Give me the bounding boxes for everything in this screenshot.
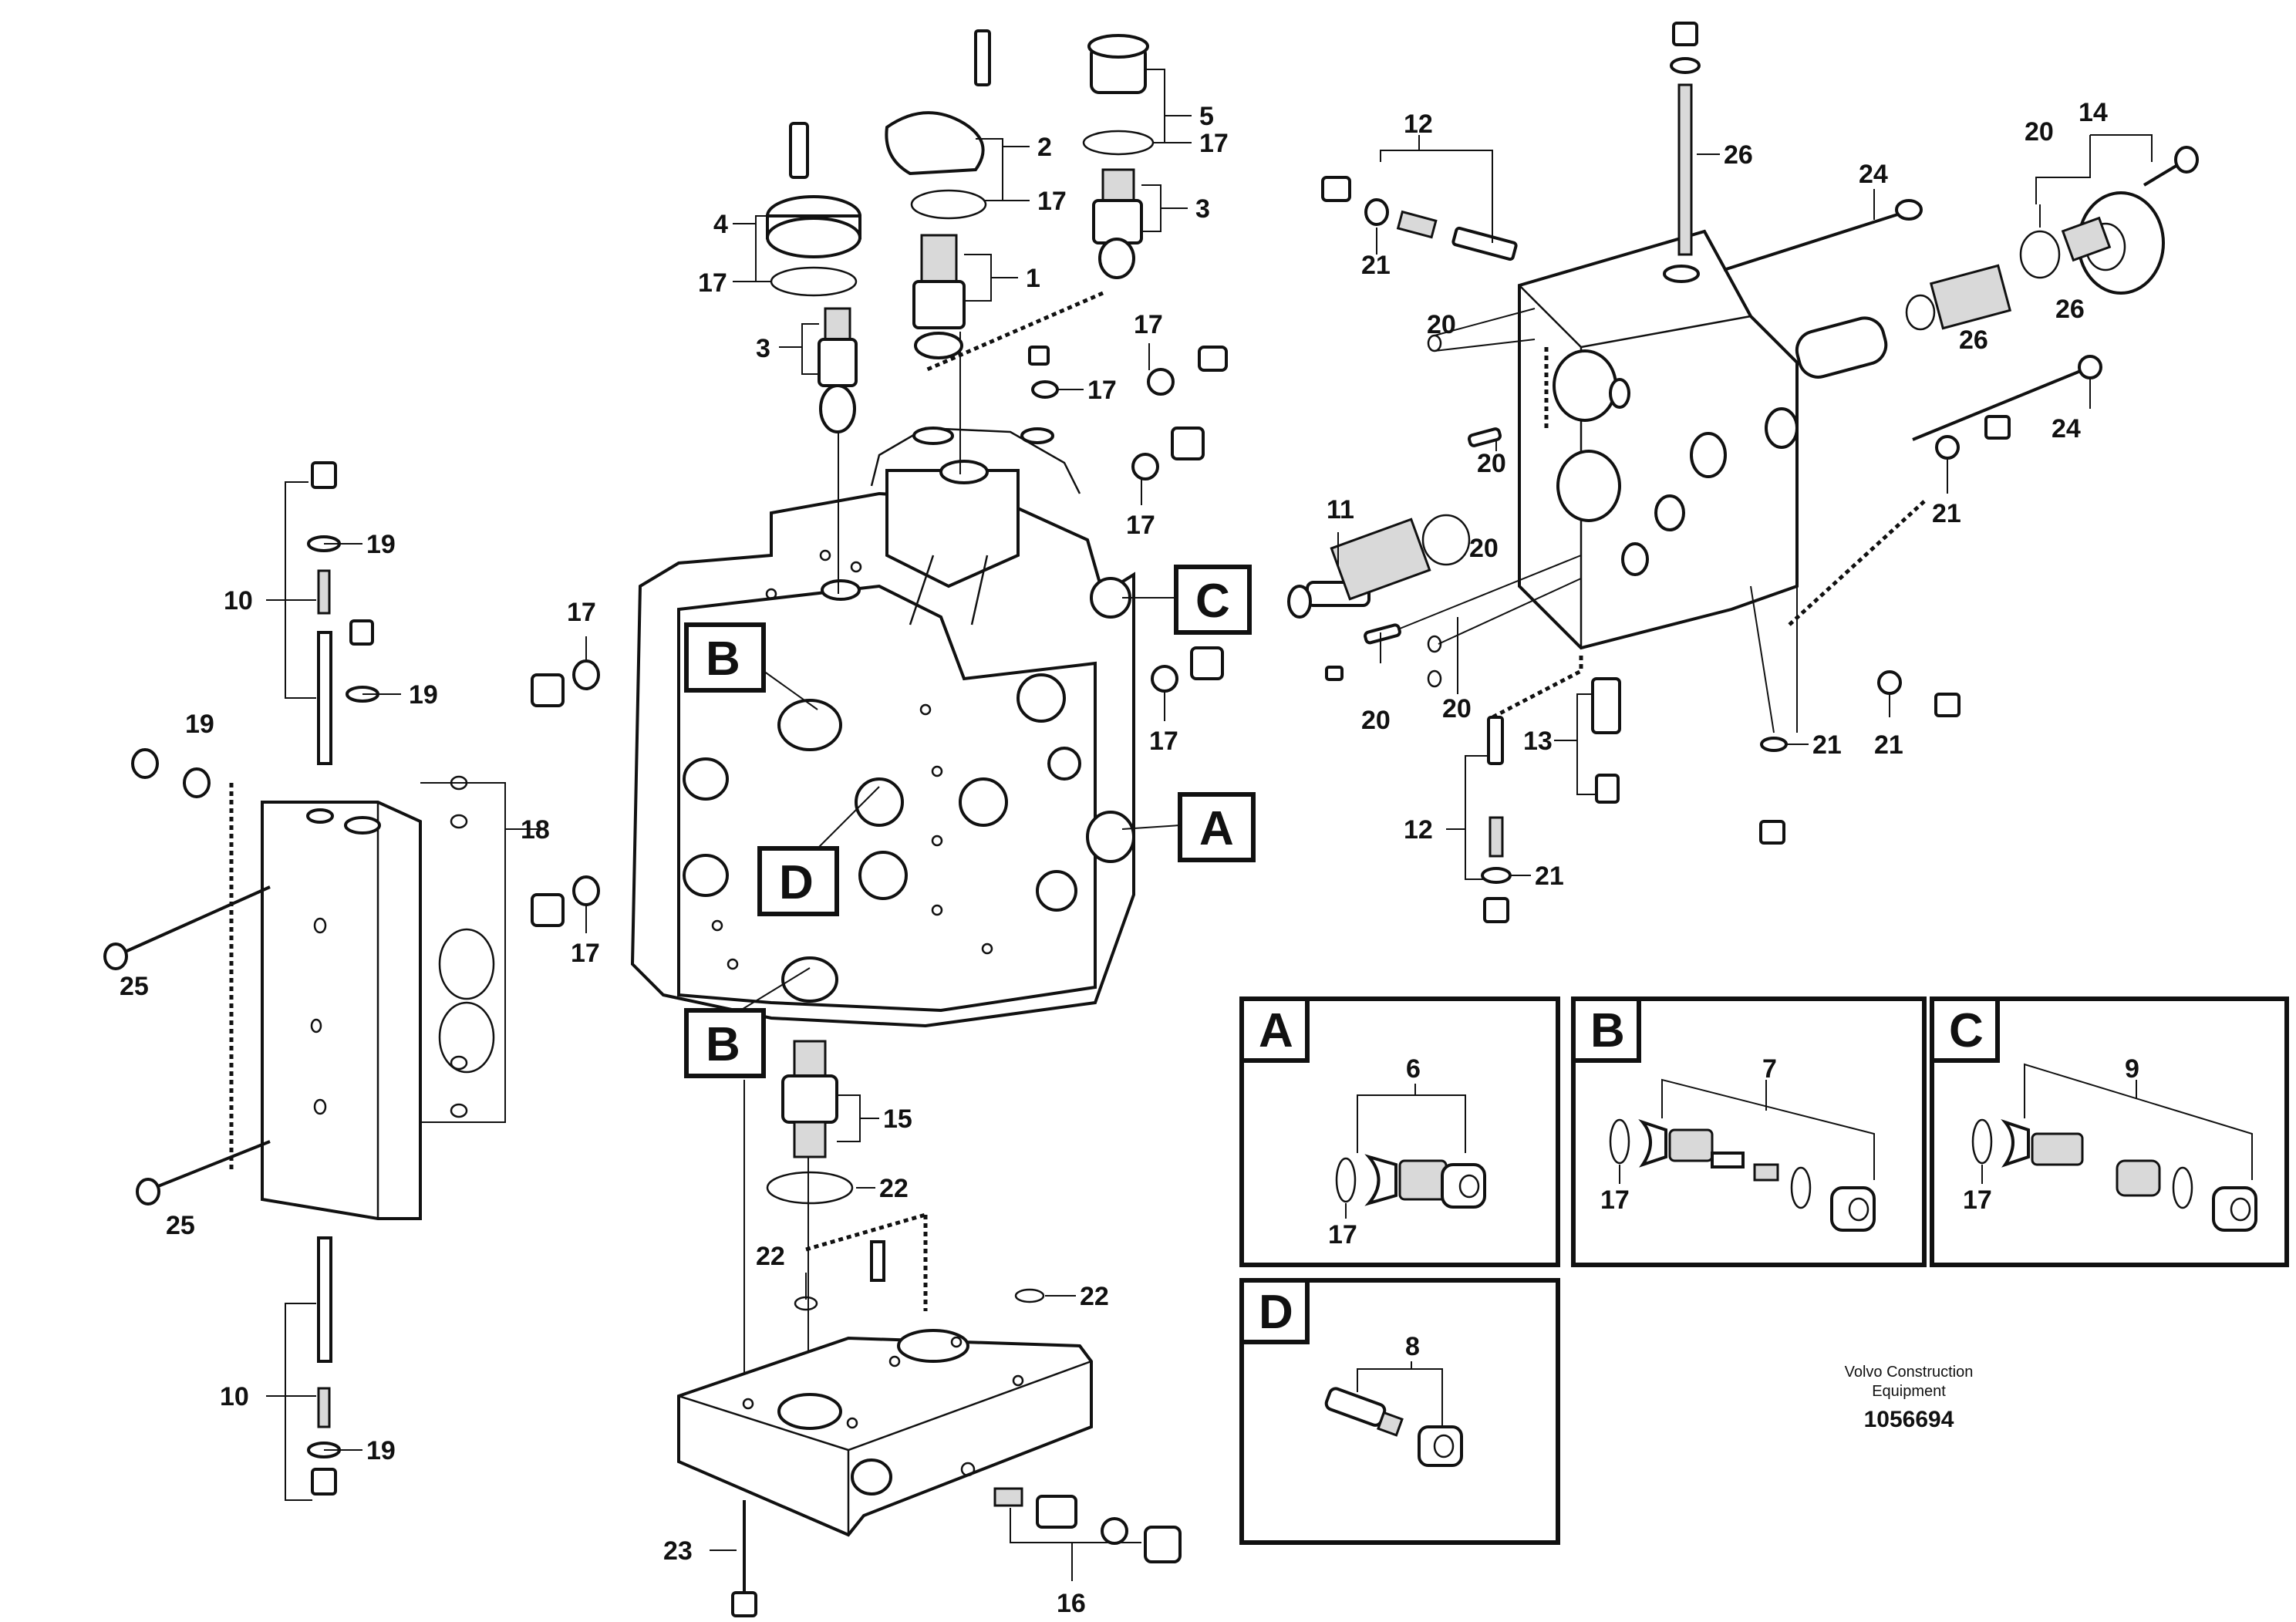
section-flags: [684, 565, 1256, 1078]
callout-23: 23: [663, 1536, 693, 1566]
callout-20-f: 20: [2025, 117, 2054, 147]
section-flag-a: A: [1199, 802, 1234, 855]
callout-4: 4: [713, 210, 728, 239]
inset-d: [1239, 1278, 1560, 1545]
callout-3-a: 3: [756, 334, 770, 363]
callout-12-b: 12: [1404, 815, 1433, 845]
left-valve-block: [103, 461, 540, 1501]
lower-plate: [677, 1040, 1182, 1617]
callout-21-e: 21: [1874, 730, 1903, 760]
callout-20-c: 20: [1469, 534, 1499, 563]
callout-14: 14: [2079, 98, 2108, 127]
callout-19-a: 19: [366, 530, 396, 559]
section-flag-b-upper: B: [706, 632, 740, 686]
callout-1: 1: [1026, 264, 1040, 293]
callout-25-a: 25: [120, 972, 149, 1001]
callout-11: 11: [1327, 495, 1354, 524]
section-flag-b-lower: B: [706, 1018, 740, 1071]
callout-5: 5: [1199, 102, 1214, 131]
inset-label-d: D: [1259, 1286, 1293, 1339]
inset-b: [1571, 996, 1927, 1267]
callout-19-c: 19: [185, 710, 214, 739]
callout-20-e: 20: [1442, 694, 1472, 723]
callout-20-a: 20: [1427, 310, 1456, 339]
center-top-parts: [733, 29, 1228, 721]
callout-20-b: 20: [1477, 449, 1506, 478]
callout-24-a: 24: [1859, 160, 1888, 189]
footer-company-line1: Volvo Construction: [1845, 1364, 1974, 1381]
callout-26-a: 26: [1724, 140, 1753, 170]
callout-21-d: 21: [1812, 730, 1842, 760]
callout-17-j: 17: [1328, 1220, 1357, 1249]
callout-19-d: 19: [366, 1436, 396, 1465]
callout-17-i: 17: [571, 939, 600, 968]
callout-22-c: 22: [1080, 1282, 1109, 1311]
callout-20-d: 20: [1361, 706, 1391, 735]
inset-label-c: C: [1949, 1004, 1984, 1057]
callout-17-h: 17: [567, 598, 596, 627]
section-flag-c: C: [1195, 575, 1230, 628]
callout-7: 7: [1762, 1054, 1777, 1084]
inset-c: [1930, 996, 2289, 1267]
callout-10-b: 10: [220, 1382, 249, 1411]
callout-8: 8: [1405, 1332, 1420, 1361]
callout-22-a: 22: [879, 1174, 909, 1203]
callout-9: 9: [2125, 1054, 2139, 1084]
callout-22-b: 22: [756, 1242, 785, 1271]
callout-10-a: 10: [224, 586, 253, 615]
callout-26-b: 26: [1959, 325, 1988, 355]
callout-21-a: 21: [1361, 251, 1391, 280]
callout-17-l: 17: [1963, 1185, 1992, 1215]
inset-label-a: A: [1259, 1004, 1293, 1057]
callout-3-b: 3: [1195, 194, 1210, 224]
footer-drawing-number: 1056694: [1864, 1407, 1954, 1432]
callout-24-b: 24: [2052, 414, 2081, 443]
callout-17-b: 17: [1037, 187, 1067, 216]
callout-17-g: 17: [1149, 727, 1178, 756]
callout-12-a: 12: [1404, 110, 1433, 139]
body-left-bolts: [531, 636, 600, 933]
callout-21-c: 21: [1932, 499, 1961, 528]
callout-25-b: 25: [166, 1211, 195, 1240]
callout-16: 16: [1057, 1589, 1086, 1618]
right-valve-block: [1287, 22, 2199, 923]
callout-6: 6: [1406, 1054, 1421, 1084]
callout-2: 2: [1037, 133, 1052, 162]
callout-17-c: 17: [1199, 129, 1229, 158]
inset-a: [1239, 996, 1560, 1267]
callout-26-c: 26: [2055, 295, 2085, 324]
callout-19-b: 19: [409, 680, 438, 710]
callout-17-a: 17: [698, 268, 727, 298]
callout-18: 18: [521, 815, 550, 845]
callout-17-d: 17: [1087, 376, 1117, 405]
callout-21-b: 21: [1535, 862, 1564, 891]
callout-13: 13: [1523, 727, 1553, 756]
callout-15: 15: [883, 1104, 912, 1134]
section-flag-d: D: [779, 856, 814, 909]
inset-label-b: B: [1590, 1004, 1625, 1057]
footer-company-line2: Equipment: [1872, 1383, 1946, 1400]
callout-17-k: 17: [1600, 1185, 1630, 1215]
callout-17-f: 17: [1126, 511, 1155, 540]
callout-17-e: 17: [1134, 310, 1163, 339]
